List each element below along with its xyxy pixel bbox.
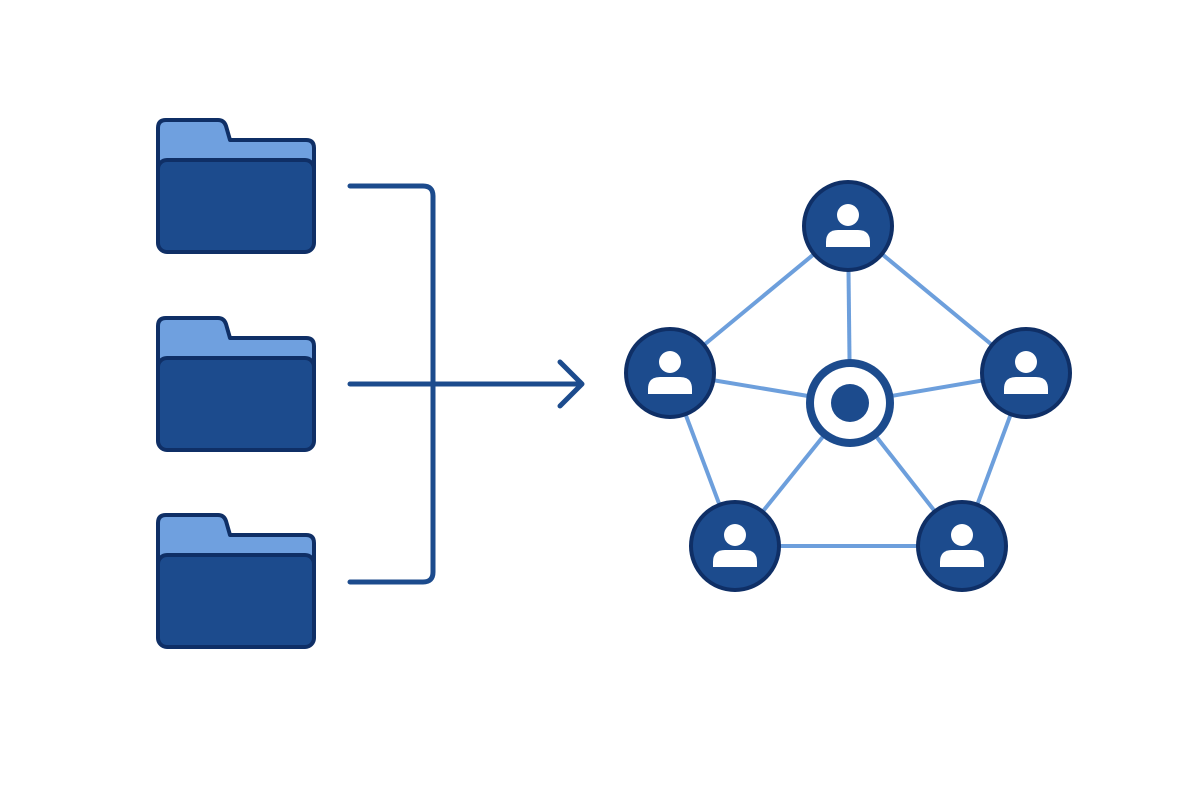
user-icon <box>802 180 894 272</box>
network-nodes <box>624 180 1072 592</box>
folder-back <box>156 513 316 567</box>
folder-icon <box>156 316 316 452</box>
user-body <box>1004 377 1048 394</box>
merge-connector <box>347 183 585 585</box>
user-body <box>713 550 757 567</box>
arrow-right-icon <box>557 359 585 409</box>
user-head <box>837 204 859 226</box>
user-icon <box>689 500 781 592</box>
user-body <box>826 230 870 247</box>
folder-front <box>156 553 316 649</box>
user-icon <box>916 500 1008 592</box>
user-head <box>724 524 746 546</box>
folder-front <box>156 158 316 254</box>
folder-back <box>156 316 316 370</box>
user-icon <box>980 327 1072 419</box>
user-body <box>940 550 984 567</box>
folder-icon <box>156 118 316 254</box>
folder-icon <box>156 513 316 649</box>
folder-front <box>156 356 316 452</box>
hub-core <box>831 384 869 422</box>
user-head <box>1015 351 1037 373</box>
source-folders <box>156 118 316 649</box>
user-body <box>648 377 692 394</box>
folder-back <box>156 118 316 172</box>
hub-node-icon <box>806 359 894 447</box>
user-head <box>659 351 681 373</box>
user-icon <box>624 327 716 419</box>
user-head <box>951 524 973 546</box>
